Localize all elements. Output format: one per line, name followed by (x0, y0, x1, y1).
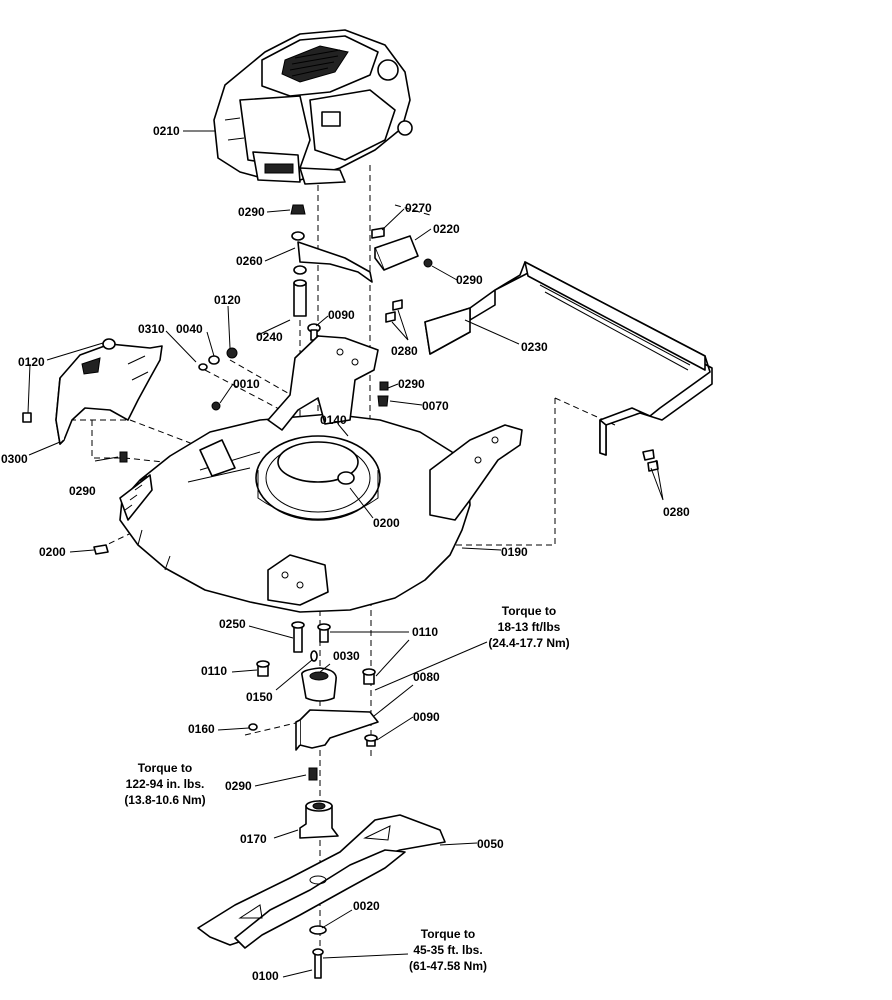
label-0050: 0050 (477, 837, 504, 851)
label-0220: 0220 (433, 222, 460, 236)
rear-door (22, 338, 163, 463)
callout-labels: 0210 0290 0270 0220 0260 0290 0120 0090 … (1, 124, 690, 983)
label-0200-right: 0200 (373, 516, 400, 530)
label-0290-right: 0290 (456, 273, 483, 287)
label-0210: 0210 (153, 124, 180, 138)
mower-deck (93, 335, 523, 613)
label-0290-door: 0290 (69, 484, 96, 498)
torque-note-bracket-line1: Torque to (138, 761, 192, 775)
label-0250: 0250 (219, 617, 246, 631)
label-0190: 0190 (501, 545, 528, 559)
label-0150: 0150 (246, 690, 273, 704)
engine (213, 29, 413, 185)
label-0290-middle: 0290 (398, 377, 425, 391)
mower-blade (197, 814, 446, 979)
label-0100: 0100 (252, 969, 279, 983)
hardware-lower (248, 621, 379, 839)
label-0230: 0230 (521, 340, 548, 354)
label-0270: 0270 (405, 201, 432, 215)
handle-bracket (424, 261, 713, 472)
label-0080: 0080 (413, 670, 440, 684)
label-0160: 0160 (188, 722, 215, 736)
label-0040: 0040 (176, 322, 203, 336)
torque-notes: Torque to 18-13 ft/lbs (24.4-17.7 Nm) To… (124, 604, 569, 973)
label-0110-right: 0110 (412, 625, 438, 639)
torque-note-bolt-line1: Torque to (421, 927, 475, 941)
label-0290-top: 0290 (238, 205, 265, 219)
leader-lines (27, 130, 664, 978)
label-0120-left: 0120 (18, 355, 45, 369)
hardware-upper (290, 204, 433, 341)
torque-note-adapter-line2: 18-13 ft/lbs (498, 620, 561, 634)
label-0020: 0020 (353, 899, 380, 913)
label-0240: 0240 (256, 330, 283, 344)
label-0090-lower: 0090 (413, 710, 440, 724)
label-0290-lower: 0290 (225, 779, 252, 793)
label-0300: 0300 (1, 452, 28, 466)
torque-note-adapter-line1: Torque to (502, 604, 556, 618)
torque-note-bolt-line2: 45-35 ft. lbs. (413, 943, 482, 957)
label-0090-upper: 0090 (328, 308, 355, 322)
label-0120-upper: 0120 (214, 293, 241, 307)
torque-note-bolt-line3: (61-47.58 Nm) (409, 959, 487, 973)
label-0280-upper: 0280 (391, 344, 418, 358)
label-0310: 0310 (138, 322, 165, 336)
torque-note-bracket-line3: (13.8-10.6 Nm) (124, 793, 205, 807)
label-0110-left: 0110 (201, 664, 227, 678)
torque-note-bracket-line2: 122-94 in. lbs. (126, 777, 205, 791)
torque-note-adapter-line3: (24.4-17.7 Nm) (488, 636, 569, 650)
label-0170: 0170 (240, 832, 267, 846)
alignment-lines (60, 165, 616, 960)
hardware-middle (198, 347, 389, 411)
label-0140: 0140 (320, 413, 347, 427)
label-0070: 0070 (422, 399, 449, 413)
label-0260: 0260 (236, 254, 263, 268)
label-0010: 0010 (233, 377, 260, 391)
label-0200-left: 0200 (39, 545, 66, 559)
label-0280-lower: 0280 (663, 505, 690, 519)
label-0030: 0030 (333, 649, 360, 663)
